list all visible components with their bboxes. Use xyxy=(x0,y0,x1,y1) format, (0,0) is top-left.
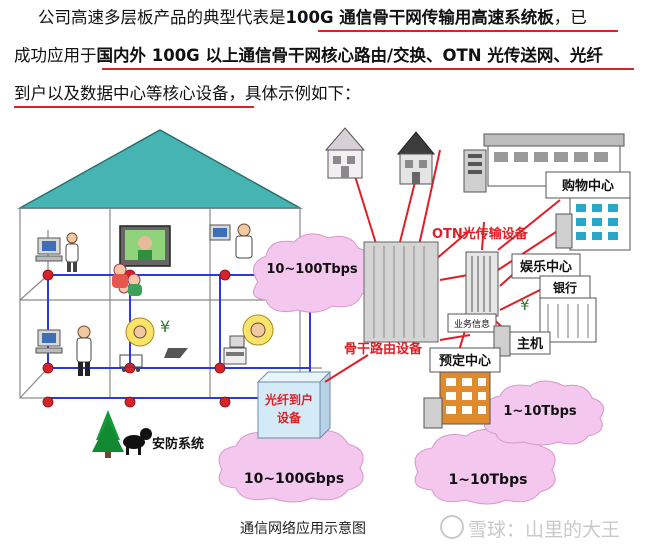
underline-3 xyxy=(14,106,254,108)
svg-text:¥: ¥ xyxy=(160,317,170,336)
network-diagram: ¥ 安防系统 10~100Tbps 10~100Gbps xyxy=(17,127,631,505)
svg-text:¥: ¥ xyxy=(520,296,530,314)
otn-label: OTN光传输设备 xyxy=(432,226,529,242)
intro-line-3: 到户以及数据中心等核心设备，具体示例如下： xyxy=(14,80,361,104)
intro-line-1-c: ，已 xyxy=(553,8,587,27)
svg-text:预定中心: 预定中心 xyxy=(439,353,491,369)
cloud-top-left: 10~100Tbps xyxy=(253,233,375,313)
underline-2 xyxy=(102,68,634,70)
intro-line-3-b: ，具体示例如下： xyxy=(228,84,361,103)
cloud-bottom-left: 10~100Gbps xyxy=(218,427,364,503)
intro-line-2-a: 成功应用于 xyxy=(14,46,97,65)
backbone-router xyxy=(363,241,439,343)
house-icon-2 xyxy=(396,131,436,185)
house: ¥ 安防系统 xyxy=(17,129,323,458)
intro-line-2: 成功应用于国内外 100G 以上通信骨干网核心路由/交换、OTN 光传送网、光纤 xyxy=(14,42,603,66)
computer-icon-lower xyxy=(35,329,63,354)
cloud-bottom-right: 1~10Tbps xyxy=(414,429,556,505)
intro-line-1-a: 公司高速多层板产品的典型代表是 xyxy=(38,8,286,27)
service-info-box: 业务信息 xyxy=(447,313,497,333)
house-roof xyxy=(17,129,303,209)
svg-text:10~100Tbps: 10~100Tbps xyxy=(266,262,358,277)
intro-line-1: 公司高速多层板产品的典型代表是100G 通信骨干网传输用高速系统板，已 xyxy=(38,4,587,28)
figure-caption: 通信网络应用示意图 xyxy=(240,521,366,537)
watermark: 雪球：山里的大王 xyxy=(440,515,620,542)
shopping-icon: ¥ xyxy=(119,317,188,372)
svg-text:1~10Tbps: 1~10Tbps xyxy=(503,404,577,419)
snowball-logo-icon xyxy=(440,515,464,539)
person-icon xyxy=(65,232,79,272)
intro-line-3-a: 到户以及数据中心等核心设备 xyxy=(14,84,229,103)
person-icon-lower xyxy=(76,325,92,376)
svg-text:业务信息: 业务信息 xyxy=(454,318,490,330)
tree-icon xyxy=(92,410,124,458)
svg-text:银行: 银行 xyxy=(553,280,577,295)
entertainment-center: 娱乐中心 xyxy=(511,253,581,279)
family-icon xyxy=(112,263,142,296)
security-label: 安防系统 xyxy=(152,436,204,452)
watermark-text: 雪球：山里的大王 xyxy=(468,519,621,541)
otn-device xyxy=(465,251,499,317)
dog-icon xyxy=(123,428,152,455)
intro-line-1-b: 100G 通信骨干网传输用高速系统板 xyxy=(285,8,554,27)
house-icon-1 xyxy=(324,127,366,179)
svg-text:主机: 主机 xyxy=(517,336,543,352)
svg-text:光纤到户: 光纤到户 xyxy=(264,392,313,407)
doctor-icon xyxy=(209,223,253,259)
backbone-label: 骨干路由设备 xyxy=(344,341,423,357)
booking-center: 预定中心 xyxy=(423,347,501,429)
shopping-center: 购物中心 xyxy=(545,171,631,251)
underline-1 xyxy=(318,30,618,32)
svg-text:1~10Tbps: 1~10Tbps xyxy=(449,472,528,488)
svg-text:设备: 设备 xyxy=(277,410,302,425)
child-icon xyxy=(223,314,274,365)
computer-icon xyxy=(35,237,63,262)
intro-line-2-b: 国内外 100G 以上通信骨干网核心路由/交换、OTN 光传送网、光纤 xyxy=(96,46,603,65)
tv-icon xyxy=(119,225,171,267)
fiber-home-box: 光纤到户 设备 xyxy=(256,370,332,440)
svg-text:购物中心: 购物中心 xyxy=(562,178,614,194)
svg-text:10~100Gbps: 10~100Gbps xyxy=(244,471,344,487)
cloud-right: 1~10Tbps xyxy=(483,380,605,446)
svg-text:娱乐中心: 娱乐中心 xyxy=(520,259,572,275)
